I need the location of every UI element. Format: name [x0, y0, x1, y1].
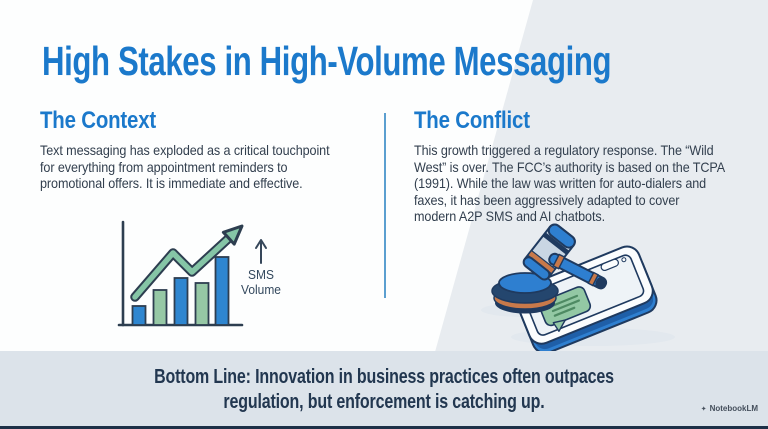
- notebooklm-watermark-text: NotebookLM: [709, 404, 758, 413]
- chat-bubble-icon: [538, 286, 592, 332]
- context-body: Text messaging has exploded as a critica…: [40, 142, 330, 192]
- trend-arrow: [130, 224, 244, 302]
- slide-title: High Stakes in High-Volume Messaging: [42, 38, 612, 84]
- phone-notch: [600, 258, 619, 272]
- smartphone: [514, 245, 658, 353]
- conflict-section: The Conflict This growth triggered a reg…: [414, 107, 764, 225]
- notebooklm-watermark: ✦ NotebookLM: [701, 404, 758, 413]
- gavel-handle: [548, 252, 608, 290]
- up-arrow-icon: [255, 239, 267, 264]
- bottom-line-banner: Bottom Line: Innovation in business prac…: [0, 351, 768, 426]
- context-section: The Context Text messaging has exploded …: [40, 107, 385, 192]
- gavel-phone-illustration: [481, 223, 675, 353]
- conflict-body: This growth triggered a regulatory respo…: [414, 142, 726, 225]
- column-divider: [384, 113, 386, 298]
- footer-accent-bar: [0, 426, 768, 429]
- sms-volume-label: SMS Volume: [241, 267, 281, 297]
- bottom-line-text: Bottom Line: Innovation in business prac…: [154, 366, 614, 413]
- context-heading: The Context: [40, 107, 156, 134]
- sms-growth-chart-illustration: [117, 220, 267, 327]
- chart-bars: [131, 256, 230, 326]
- conflict-heading: The Conflict: [414, 107, 530, 134]
- gavel-base: [491, 272, 559, 314]
- gavel-head: [522, 223, 576, 281]
- notebooklm-logo-icon: ✦: [700, 405, 707, 413]
